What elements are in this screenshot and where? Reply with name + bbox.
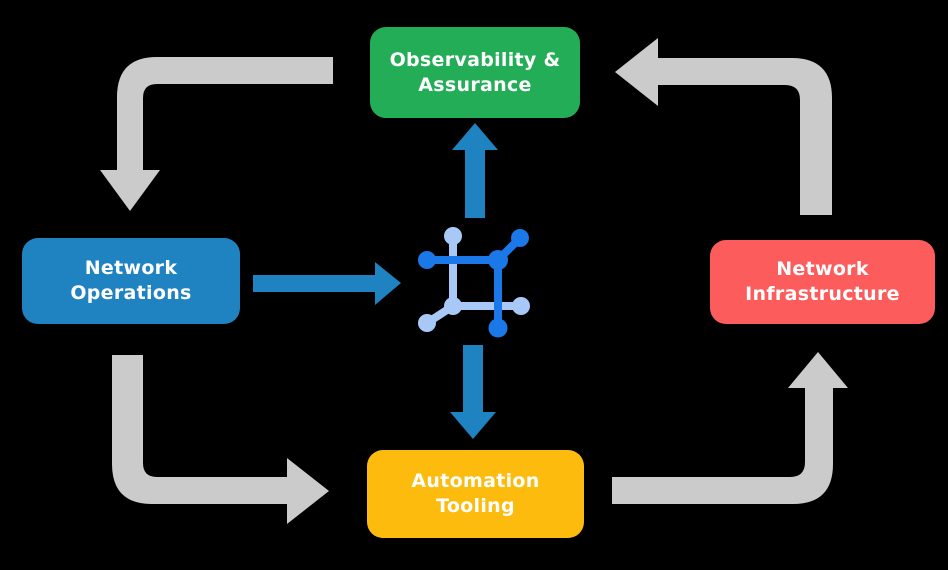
node-observability-assurance: Observability & Assurance xyxy=(370,27,580,118)
network-automation-mesh-icon xyxy=(418,227,530,338)
arrow-observability-to-operations xyxy=(100,57,333,211)
node-label-line: Network xyxy=(776,258,869,280)
node-label-line: Observability & xyxy=(389,48,561,71)
arrow-center-to-automation xyxy=(450,345,496,439)
arrow-operations-to-center xyxy=(253,262,401,305)
arrow-automation-to-infrastructure xyxy=(612,352,848,504)
node-label-line: Automation xyxy=(411,470,540,492)
node-network-operations: Network Operations xyxy=(22,238,240,324)
arrow-center-to-observability xyxy=(452,123,498,218)
arrow-operations-to-automation xyxy=(112,355,329,524)
node-label-line: Network xyxy=(84,257,178,279)
node-automation-tooling: Automation Tooling xyxy=(367,450,584,538)
icon-light-dots xyxy=(418,227,530,332)
node-label-line: Assurance xyxy=(418,73,532,96)
node-network-infrastructure: Network Infrastructure xyxy=(710,240,935,324)
icon-dark-dots xyxy=(418,229,529,338)
node-label-line: Infrastructure xyxy=(745,283,900,305)
arrow-infrastructure-to-observability xyxy=(615,38,832,215)
node-label-line: Operations xyxy=(70,282,192,304)
node-label-line: Tooling xyxy=(436,495,515,517)
